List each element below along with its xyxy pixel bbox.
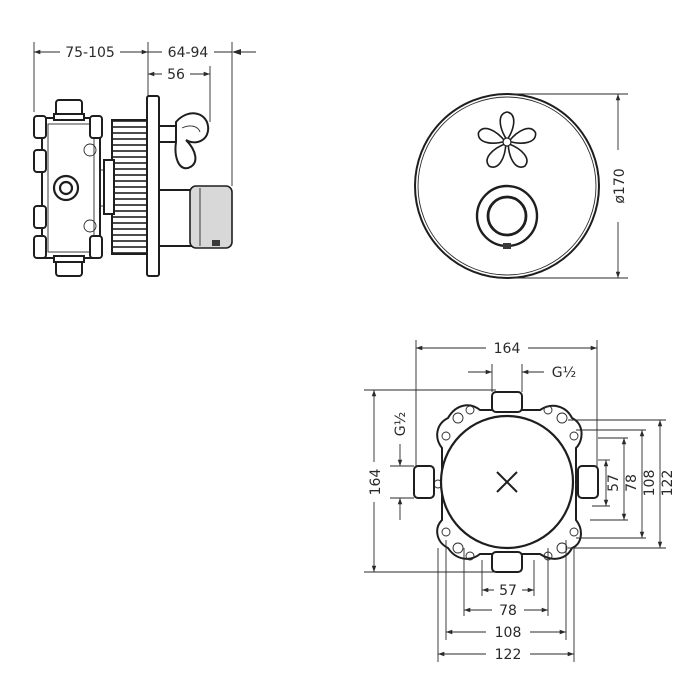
dim-right-122: 122 [660, 470, 676, 497]
knob-indicator [503, 243, 511, 249]
wall-plate [146, 95, 160, 277]
label-backdrop [486, 646, 530, 662]
dim-handle-offset: 56 [167, 67, 185, 83]
dim-total-depth: 75-105 [65, 45, 115, 61]
dim-bottom-108: 108 [495, 625, 522, 641]
label-backdrop [492, 602, 524, 618]
dim-right-57: 57 [606, 474, 622, 492]
flower-handle [477, 111, 537, 168]
dim-bottom-122: 122 [495, 647, 522, 663]
center-mark [496, 471, 518, 493]
label-backdrop [162, 65, 190, 81]
mounting-frame [33, 99, 107, 277]
cartridge-collar [103, 159, 115, 215]
rear-view: 164 G½ 164 G½ 57 78 [364, 340, 680, 663]
dim-diameter: ø170 [612, 168, 628, 203]
ribbed-cartridge [111, 119, 149, 255]
side-view: 75-105 64-94 56 [33, 42, 256, 277]
port-bottom [491, 551, 523, 573]
dim-bottom-78: 78 [499, 603, 517, 619]
dimension-arrowhead [232, 49, 241, 55]
port-top [491, 391, 523, 413]
label-backdrop [494, 582, 522, 598]
front-view: ø170 [414, 93, 628, 279]
port-right [577, 465, 599, 499]
dim-width-top: 164 [494, 341, 521, 357]
dim-handle-depth: 64-94 [168, 45, 209, 61]
dim-height-left: 164 [368, 469, 384, 496]
dim-right-78: 78 [624, 474, 640, 492]
thermostat-knob-side [158, 185, 233, 249]
port-left [413, 465, 435, 499]
cover-plate-edge [417, 96, 597, 276]
label-backdrop [486, 624, 530, 640]
dim-thread-top: G½ [552, 365, 576, 381]
label-backdrop [162, 42, 214, 58]
dim-thread-left: G½ [393, 412, 409, 436]
dim-right-108: 108 [642, 470, 658, 497]
label-backdrop [664, 462, 680, 504]
diverter-handle-side [158, 112, 210, 170]
dim-bottom-57: 57 [499, 583, 517, 599]
thermostat-knob-cap [486, 195, 528, 237]
